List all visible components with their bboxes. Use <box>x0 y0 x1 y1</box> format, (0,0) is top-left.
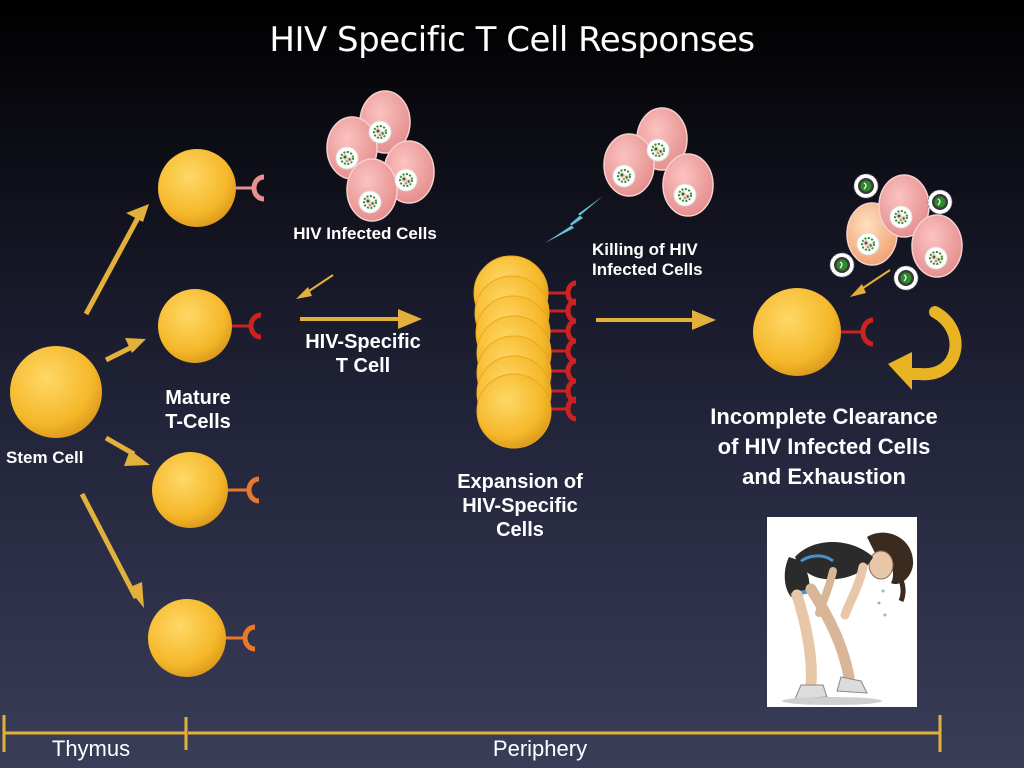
label-hiv-specific-t-cell: HIV-Specific T Cell <box>305 331 421 377</box>
stem-cell-arrows <box>79 204 150 608</box>
mature-t-cell-4 <box>148 599 256 677</box>
mature-t-cell-2 <box>158 289 262 363</box>
infection-arrow <box>296 274 334 299</box>
hiv-infected-cell-cluster <box>326 90 435 222</box>
timeline-axis <box>2 715 942 752</box>
label-stem-cell: Stem Cell <box>6 448 84 467</box>
mature-t-cell-1 <box>158 149 265 227</box>
reinfection-arrow <box>850 269 891 297</box>
cycle-arrow-icon <box>888 306 962 390</box>
label-incomplete-clearance: Incomplete Clearance of HIV Infected Cel… <box>710 404 938 489</box>
exhausted-runner-icon <box>782 532 914 705</box>
activation-arrow <box>300 309 422 329</box>
lightning-bolt-icon <box>545 196 603 243</box>
timeline-label-periphery: Periphery <box>492 736 588 761</box>
slide-title: HIV Specific T Cell Responses <box>269 20 755 60</box>
progression-arrow <box>596 310 716 330</box>
killed-infected-cell-cluster <box>603 107 714 217</box>
label-killing: Killing of HIV Infected Cells <box>592 240 703 280</box>
exhausted-runner-illustration <box>767 517 917 707</box>
expanded-t-cell-stack <box>473 255 577 449</box>
stem-cell <box>10 346 102 438</box>
label-mature-t-cells: Mature T-Cells <box>165 387 231 433</box>
label-hiv-infected-cells: HIV Infected Cells <box>293 224 437 243</box>
timeline-label-thymus: Thymus <box>51 736 131 761</box>
exhausted-t-cell <box>753 288 874 376</box>
persistent-infected-cell-cluster <box>846 174 963 278</box>
label-expansion: Expansion of HIV-Specific Cells <box>457 471 583 541</box>
mature-t-cell-3 <box>152 452 260 528</box>
